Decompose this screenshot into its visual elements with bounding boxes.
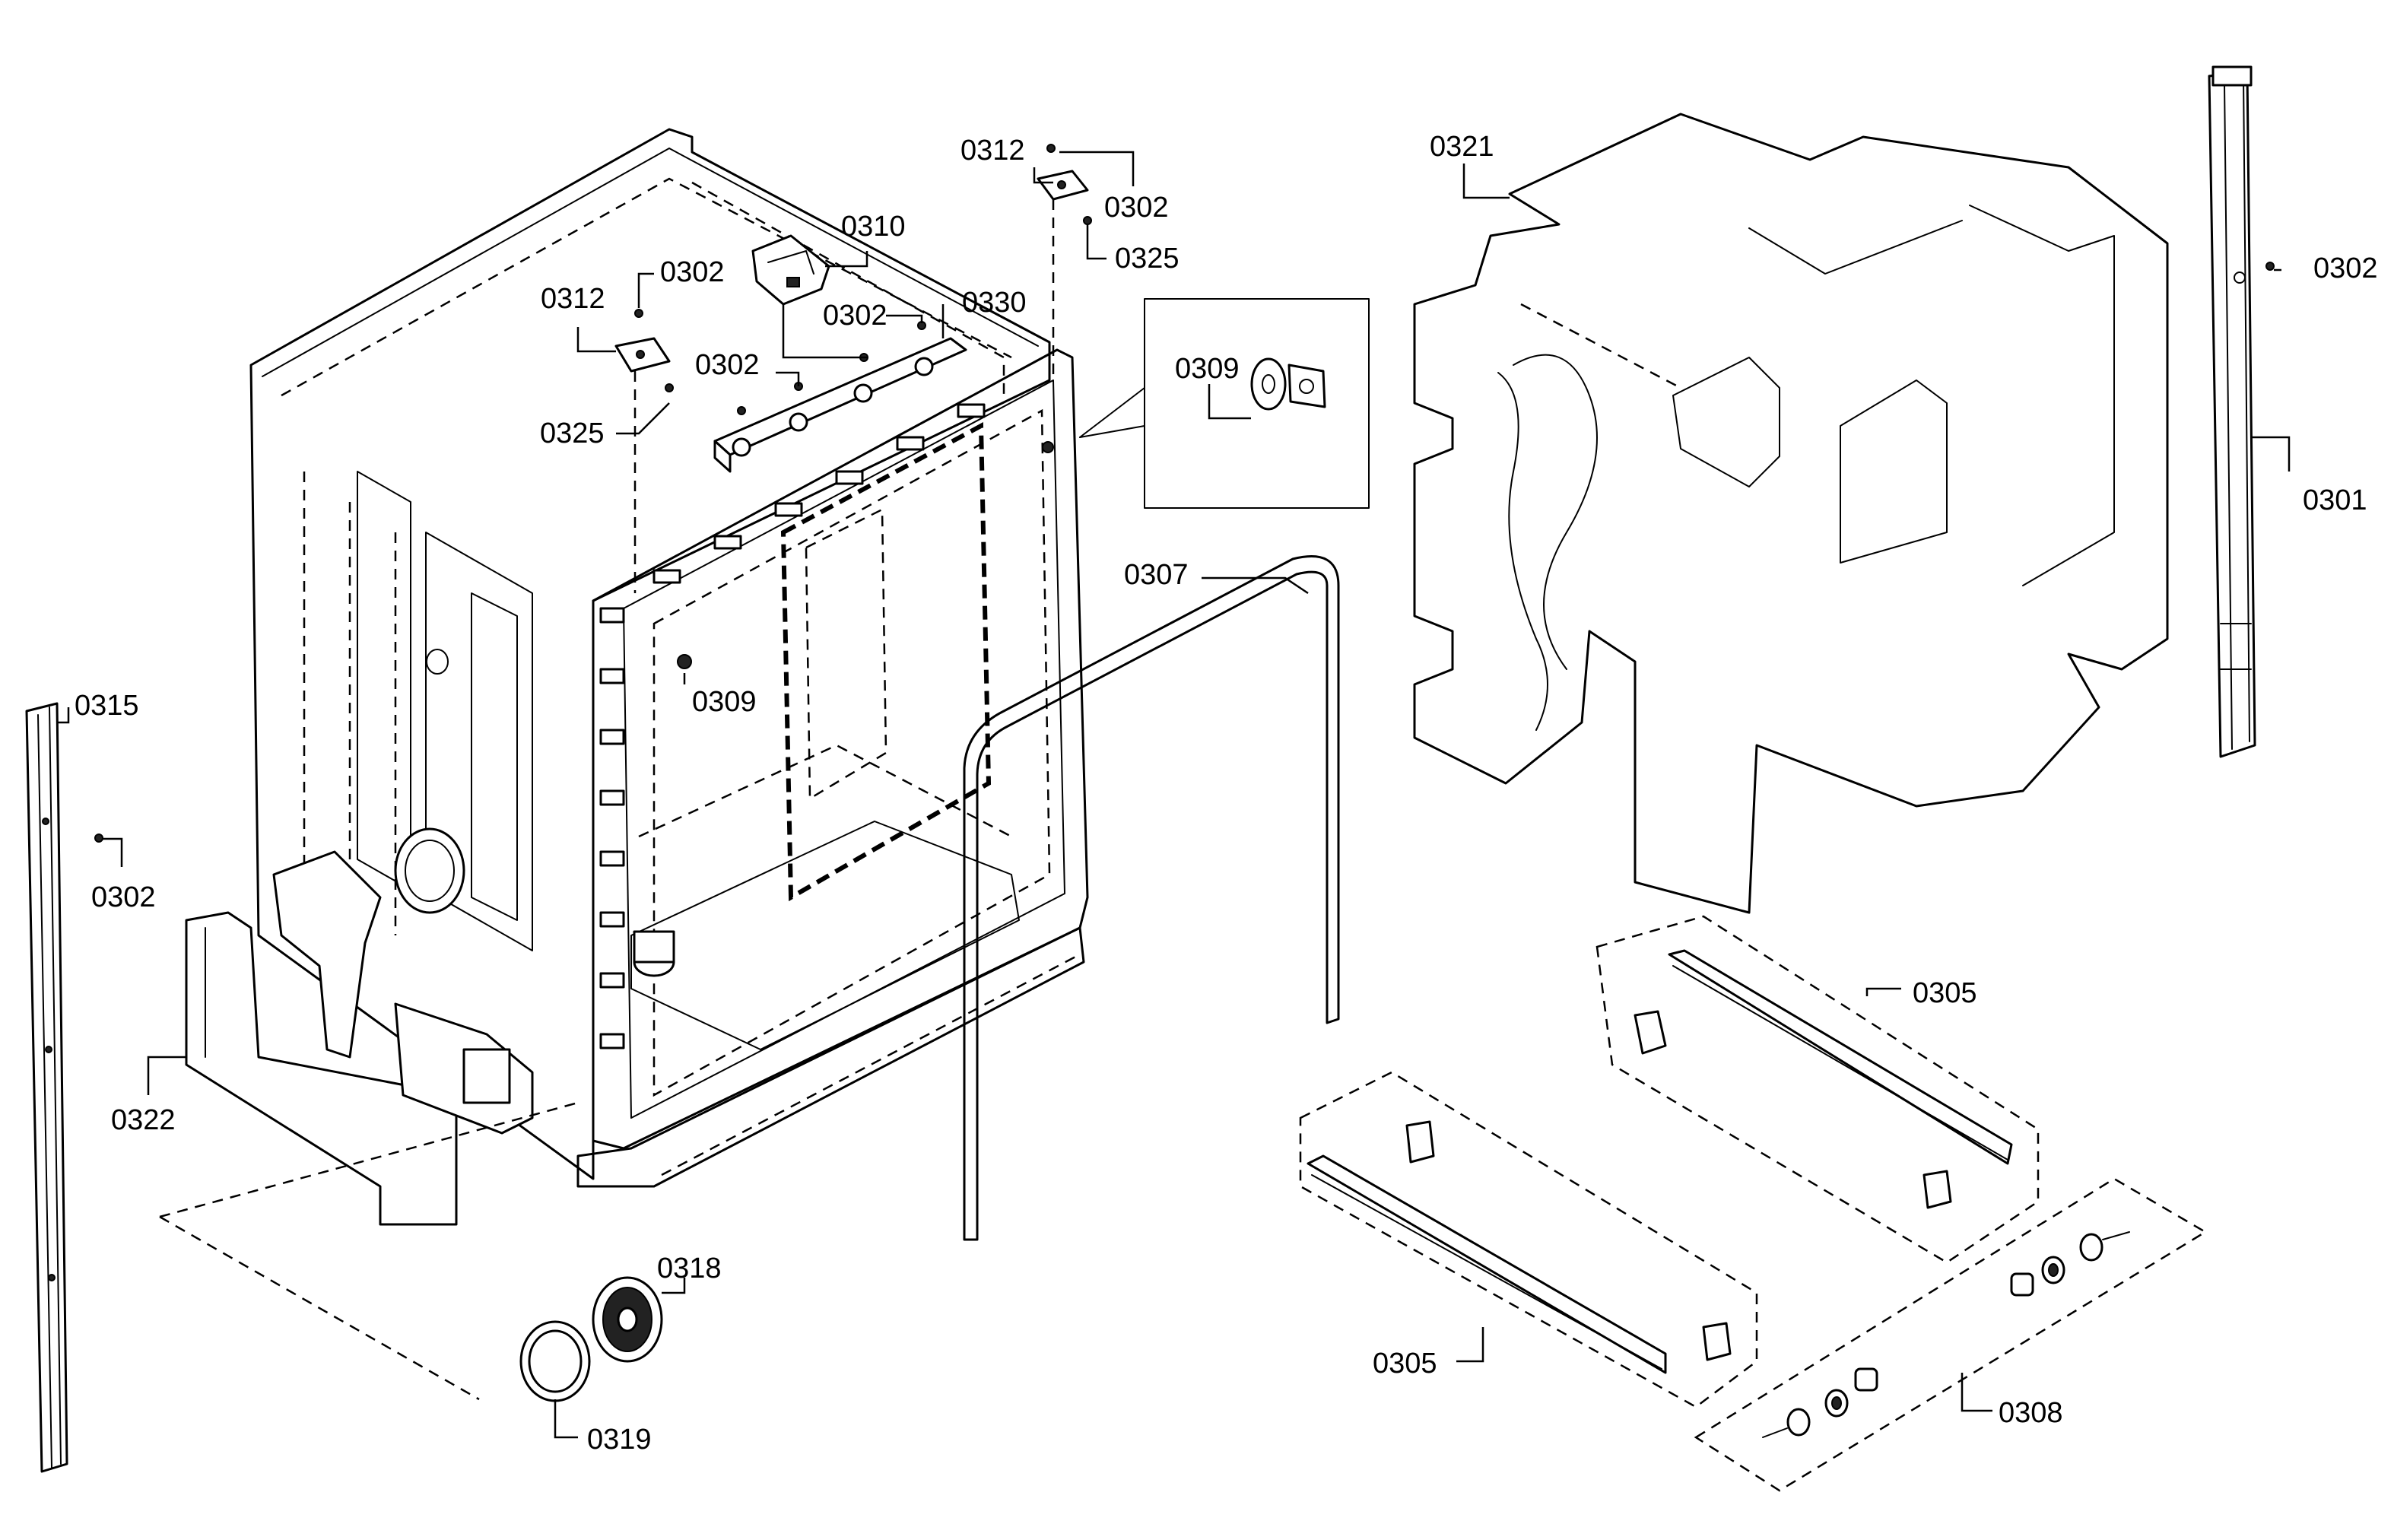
part-0330-strip xyxy=(713,337,967,473)
part-0318-cover xyxy=(592,1276,663,1363)
frame-clips xyxy=(599,607,625,1049)
callout-0325-top: 0325 xyxy=(1115,243,1180,275)
callout-0318: 0318 xyxy=(657,1253,722,1284)
part-0321-insulation xyxy=(1413,113,2169,914)
part-0301-trim xyxy=(2208,65,2256,758)
callout-0305-lower: 0305 xyxy=(1373,1348,1437,1380)
callout-0307: 0307 xyxy=(1124,559,1189,591)
callout-0319: 0319 xyxy=(587,1424,652,1456)
callout-0322: 0322 xyxy=(111,1104,176,1136)
callout-0301: 0301 xyxy=(2303,484,2367,516)
part-0312-bracket-top xyxy=(1037,170,1089,201)
part-0310-latch xyxy=(751,234,830,306)
callout-0312-left: 0312 xyxy=(541,283,605,315)
callout-0302-left: 0302 xyxy=(660,256,725,288)
screws xyxy=(94,144,2275,843)
part-0322-bracket xyxy=(185,850,534,1226)
callout-0310: 0310 xyxy=(841,211,906,243)
tub-assembly xyxy=(249,128,1089,1188)
part-0315-trim xyxy=(25,702,68,1473)
leader-lines xyxy=(57,151,2291,1439)
inset-0309 xyxy=(1079,298,1370,509)
part-0305-rail-upper xyxy=(1595,915,2040,1264)
callout-0308: 0308 xyxy=(1999,1397,2063,1429)
assembly-line-0318 xyxy=(159,1215,480,1401)
callout-0302-strip: 0302 xyxy=(823,300,887,332)
callout-0315: 0315 xyxy=(75,690,139,722)
part-0312-bracket-left xyxy=(614,337,671,373)
callout-0330: 0330 xyxy=(962,287,1027,319)
top-frame-clips xyxy=(652,403,986,584)
callout-0309-inset: 0309 xyxy=(1175,353,1240,385)
callout-0302-mid: 0302 xyxy=(695,349,760,381)
part-0319-ring xyxy=(519,1320,591,1402)
part-0305-rail-lower xyxy=(1299,1071,1758,1408)
part-0308-kit xyxy=(1694,1177,2208,1492)
callout-0302-top: 0302 xyxy=(1104,192,1169,224)
callout-labels: 0312 0302 0325 0310 0312 0302 0325 0302 … xyxy=(75,131,2378,1456)
callout-0321: 0321 xyxy=(1430,131,1494,163)
callout-0302-right: 0302 xyxy=(2313,252,2378,284)
callout-0309-tub: 0309 xyxy=(692,686,757,718)
callout-0305-upper: 0305 xyxy=(1913,977,1977,1009)
callout-0325-left: 0325 xyxy=(540,418,605,449)
callout-0302-sidebar: 0302 xyxy=(91,881,156,913)
callout-0312-top: 0312 xyxy=(960,135,1025,167)
part-0307-gasket xyxy=(963,555,1340,1241)
